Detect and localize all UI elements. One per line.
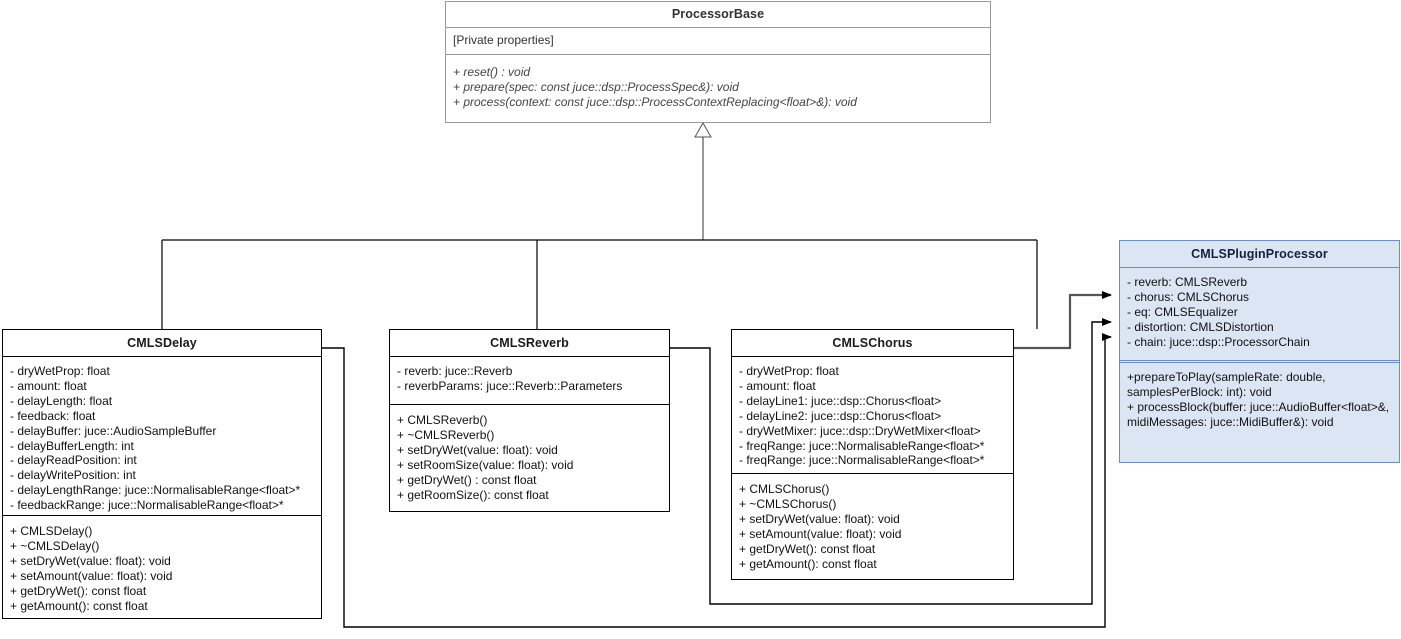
operation-row: + setAmount(value: float): void [739,526,902,541]
attribute-row: - chain: juce::dsp::ProcessorChain [1127,334,1310,349]
operation-row: + ~CMLSDelay() [10,538,100,553]
operation-row: + setRoomSize(value: float): void [397,457,574,472]
association-chorus-to-plugin [1014,291,1112,350]
attribute-row: - reverb: CMLSReverb [1127,275,1248,289]
class-box-cmls-delay[interactable]: CMLSDelay - dryWetProp: float - amount: … [2,329,322,619]
operation-row: + getAmount(): const float [739,556,877,571]
attribute-row: - delayLength: float [10,393,113,408]
operation-row: + getDryWet(): const float [10,583,147,598]
class-title-cmls-chorus: CMLSChorus [732,330,1013,357]
compartment-attributes-cmls-delay: - dryWetProp: float - amount: float - de… [3,357,321,515]
attribute-row: - distortion: CMLSDistortion [1127,319,1274,334]
class-box-cmls-plugin-processor[interactable]: CMLSPluginProcessor - reverb: CMLSReverb… [1119,240,1400,463]
class-box-cmls-chorus[interactable]: CMLSChorus - dryWetProp: float - amount:… [731,329,1014,580]
attribute-row: - dryWetProp: float [739,364,839,378]
attribute-row: - delayLengthRange: juce::NormalisableRa… [10,483,301,498]
operation-row: + setDryWet(value: float): void [739,511,900,526]
operation-row: + ~CMLSReverb() [397,427,495,442]
class-box-processor-base[interactable]: ProcessorBase [Private properties] + res… [445,1,991,123]
compartment-operations-cmls-plugin-processor: +prepareToPlay(sampleRate: double, sampl… [1120,360,1399,460]
operation-row: + getDryWet(): const float [739,541,876,556]
compartment-attributes-cmls-chorus: - dryWetProp: float - amount: float - de… [732,357,1013,473]
operation-row: + CMLSDelay() [10,524,93,538]
member-private-properties: [Private properties] [453,33,554,47]
operation-row: + setDryWet(value: float): void [397,442,558,457]
attribute-row: - freqRange: juce::NormalisableRange<flo… [739,438,985,453]
attribute-row: - reverbParams: juce::Reverb::Parameters [397,378,623,393]
compartment-operations-cmls-chorus: + CMLSChorus() + ~CMLSChorus() + setDryW… [732,473,1013,579]
attribute-row: - delayLine1: juce::dsp::Chorus<float> [739,393,942,408]
compartment-attributes-cmls-reverb: - reverb: juce::Reverb - reverbParams: j… [390,357,669,404]
generalization-edges [161,121,1038,329]
operation-process: + process(context: const juce::dsp::Proc… [453,94,857,109]
attribute-row: - freqRange: juce::NormalisableRange<flo… [739,453,985,468]
attribute-row: - chorus: CMLSChorus [1127,289,1250,304]
attribute-row: - delayBufferLength: int [10,438,134,453]
class-box-cmls-reverb[interactable]: CMLSReverb - reverb: juce::Reverb - reve… [389,329,670,512]
attribute-row: - delayBuffer: juce::AudioSampleBuffer [10,423,217,438]
attribute-row: - delayWritePosition: int [10,468,136,483]
attribute-row: - dryWetMixer: juce::dsp::DryWetMixer<fl… [739,423,981,438]
compartment-operations-processor-base: + reset() : void + prepare(spec: const j… [446,54,990,122]
compartment-operations-cmls-delay: + CMLSDelay() + ~CMLSDelay() + setDryWet… [3,515,321,619]
operation-row: + setAmount(value: float): void [10,568,173,583]
attribute-row: - feedbackRange: juce::NormalisableRange… [10,498,284,513]
operation-row: + CMLSReverb() [397,413,488,427]
operation-reset: + reset() : void [453,65,531,79]
operation-row: +prepareToPlay(sampleRate: double, sampl… [1127,370,1326,399]
compartment-attributes-cmls-plugin-processor: - reverb: CMLSReverb - chorus: CMLSChoru… [1120,268,1399,360]
compartment-properties-processor-base: [Private properties] [446,28,990,54]
attribute-row: - reverb: juce::Reverb [397,364,513,378]
class-title-cmls-reverb: CMLSReverb [390,330,669,357]
attribute-row: - amount: float [739,378,816,393]
compartment-operations-cmls-reverb: + CMLSReverb() + ~CMLSReverb() + setDryW… [390,404,669,511]
operation-prepare: + prepare(spec: const juce::dsp::Process… [453,79,739,94]
attribute-row: - dryWetProp: float [10,364,110,378]
attribute-row: - delayReadPosition: int [10,453,137,468]
operation-row: + CMLSChorus() [739,482,830,496]
operation-row: + processBlock(buffer: juce::AudioBuffer… [1127,400,1390,429]
attribute-row: - amount: float [10,378,87,393]
attribute-row: - feedback: float [10,408,96,423]
attribute-row: - delayLine2: juce::dsp::Chorus<float> [739,408,942,423]
operation-row: + ~CMLSChorus() [739,496,837,511]
class-title-cmls-delay: CMLSDelay [3,330,321,357]
class-title-processor-base: ProcessorBase [446,2,990,28]
operation-row: + getDryWet() : const float [397,472,537,487]
operation-row: + getRoomSize(): const float [397,487,549,502]
class-title-cmls-plugin-processor: CMLSPluginProcessor [1120,241,1399,268]
operation-row: + setDryWet(value: float): void [10,553,171,568]
operation-row: + getAmount(): const float [10,598,148,613]
attribute-row: - eq: CMLSEqualizer [1127,304,1238,319]
